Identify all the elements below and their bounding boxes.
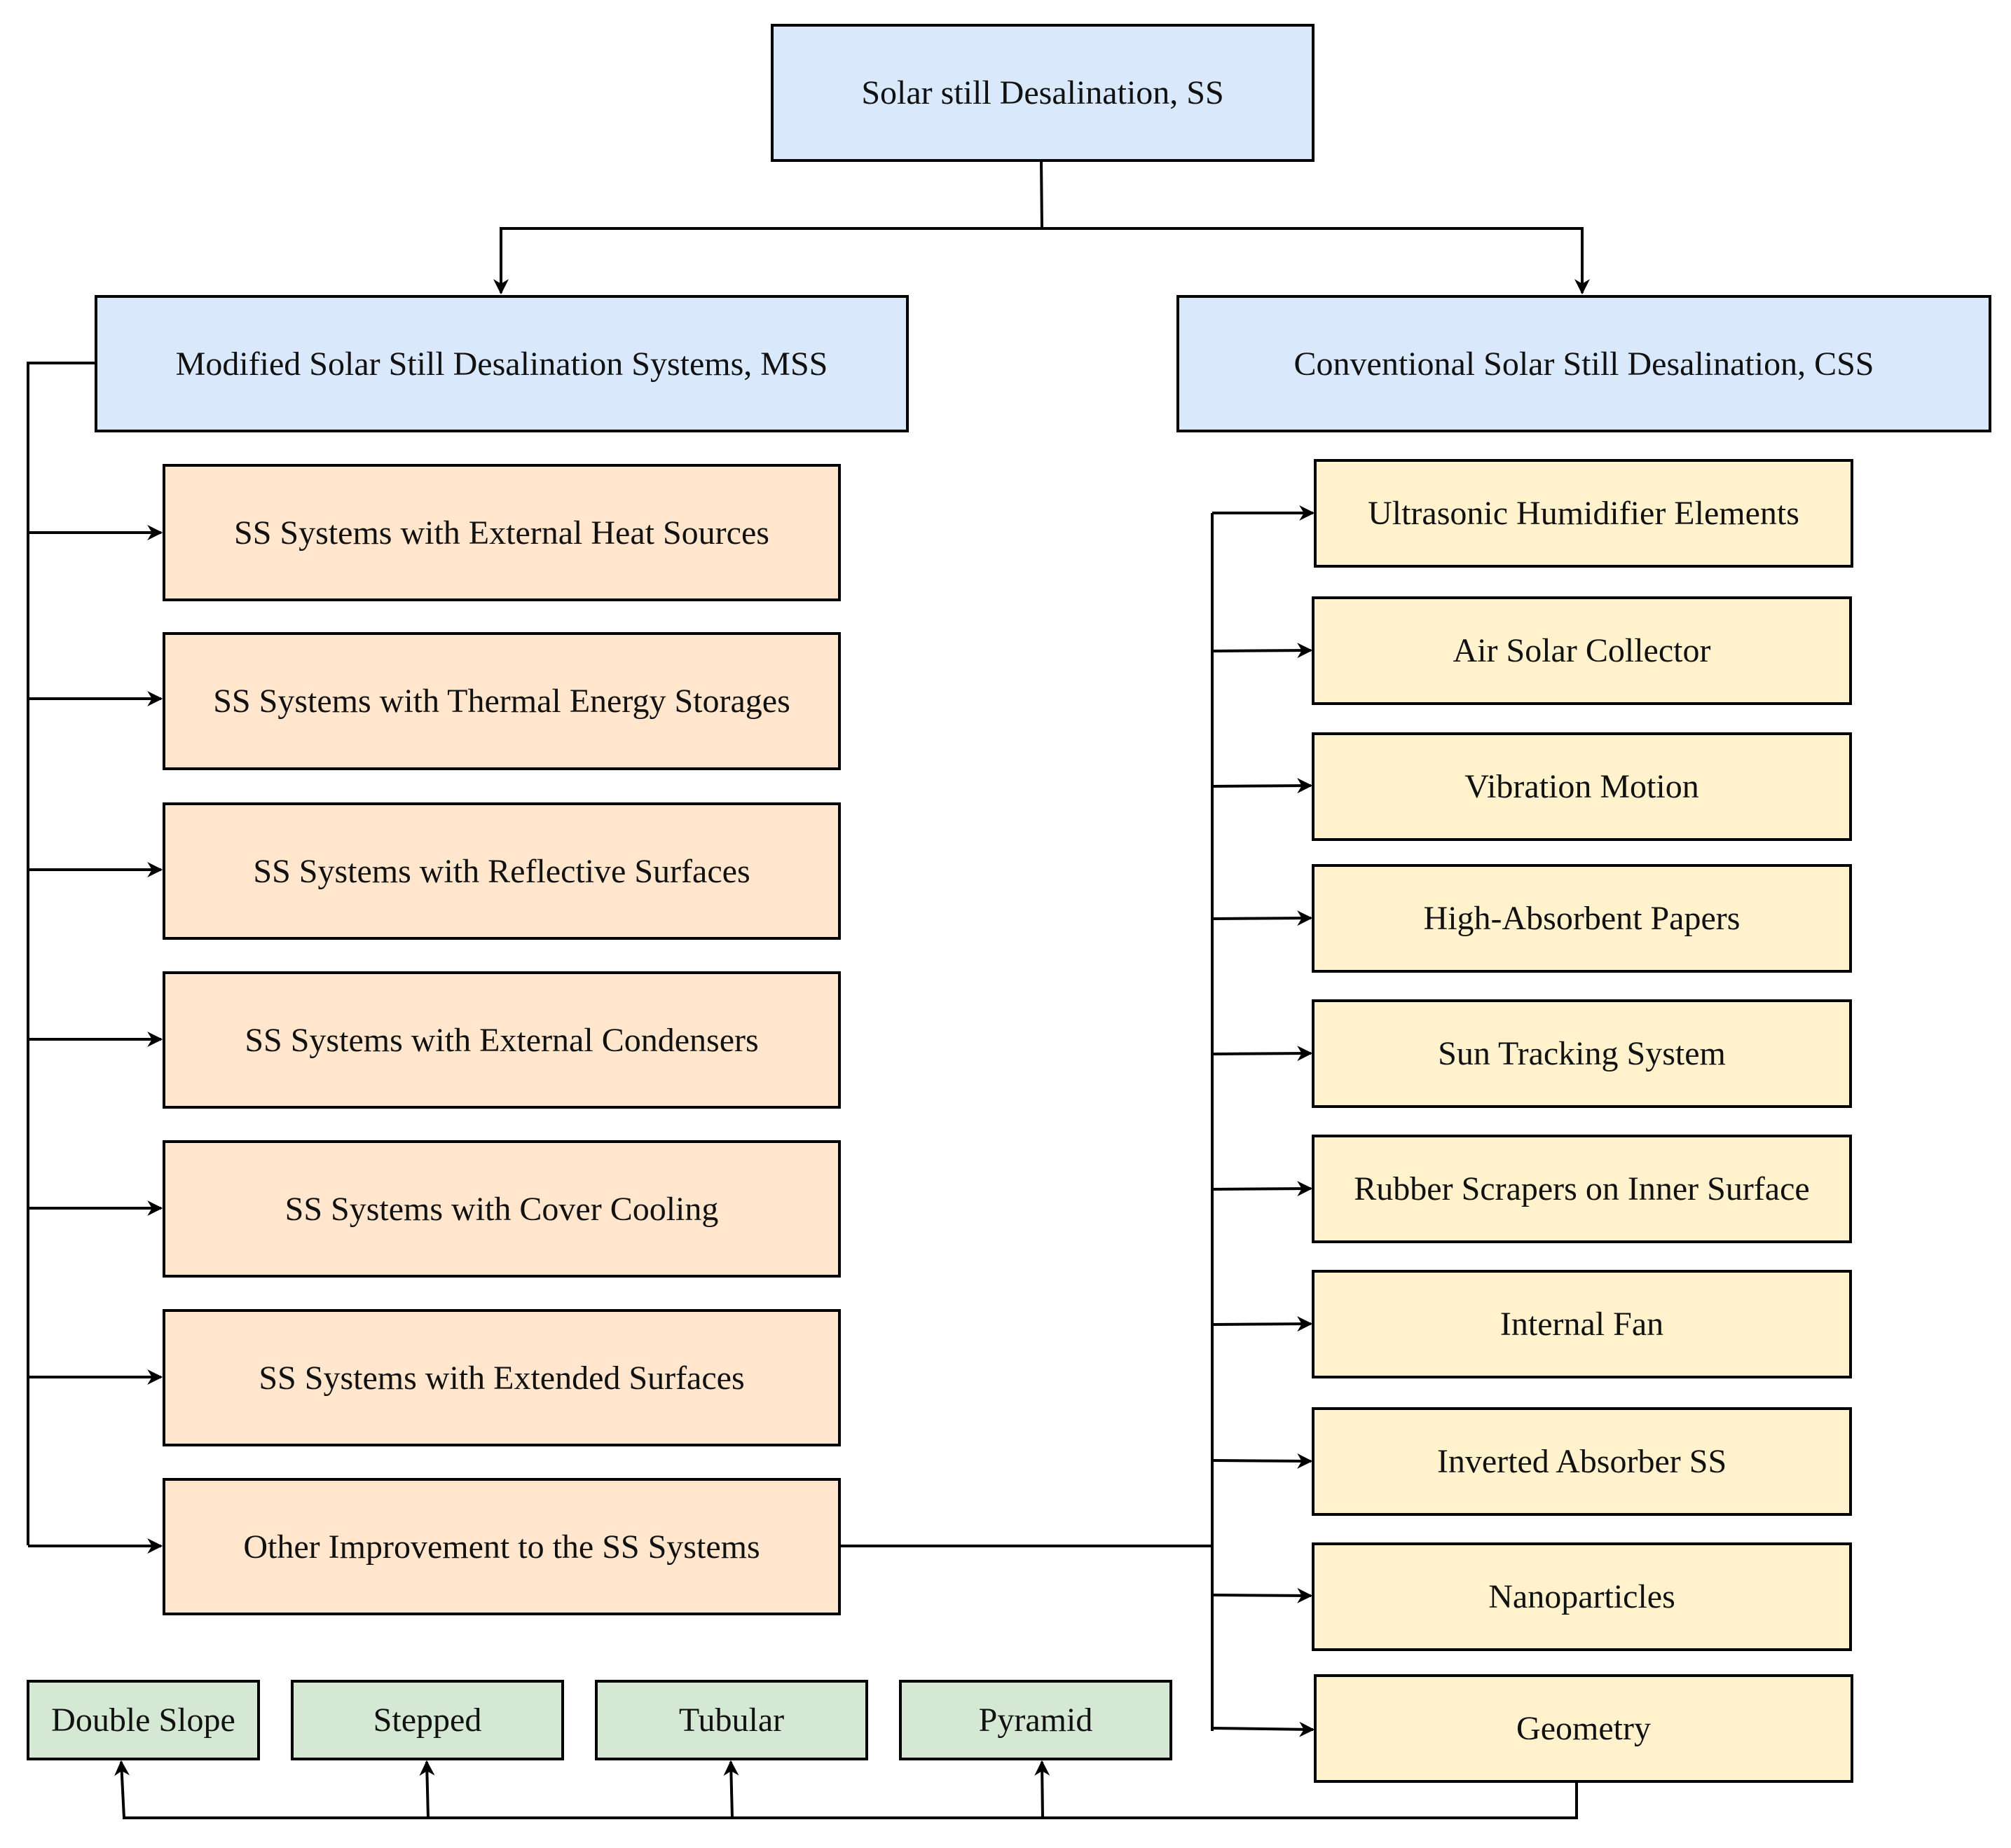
css-item-label: Internal Fan [1499, 1306, 1664, 1343]
mss-item-node: SS Systems with Reflective Surfaces [163, 802, 841, 940]
css-branch-arrow [1212, 643, 1313, 659]
root-to-css-connector [1042, 227, 1590, 295]
root-label: Solar still Desalination, SS [861, 74, 1224, 111]
geometry-type-arrow [723, 1760, 739, 1819]
css-item-label: Ultrasonic Humidifier Elements [1368, 495, 1799, 532]
css-item-label: Sun Tracking System [1438, 1035, 1726, 1072]
geometry-type-label: Pyramid [978, 1702, 1093, 1739]
css-item-label: High-Absorbent Papers [1423, 900, 1741, 937]
css-item-node: Ultrasonic Humidifier Elements [1314, 459, 1853, 568]
mss-item-label: SS Systems with Thermal Energy Storages [213, 683, 790, 720]
geometry-type-arrow [1034, 1760, 1050, 1819]
geometry-type-node: Tubular [595, 1680, 868, 1760]
mss-item-label: SS Systems with External Condensers [245, 1021, 759, 1059]
geometry-type-label: Tubular [678, 1702, 785, 1739]
css-item-node: Inverted Absorber SS [1312, 1407, 1852, 1516]
root-node: Solar still Desalination, SS [771, 24, 1315, 162]
css-item-node: Sun Tracking System [1312, 999, 1852, 1108]
css-item-node: Internal Fan [1312, 1270, 1852, 1378]
root-to-categories-connector [493, 160, 1044, 295]
mss-item-node: SS Systems with Cover Cooling [163, 1140, 841, 1278]
geometry-type-arrow [419, 1760, 435, 1819]
css-item-label: Rubber Scrapers on Inner Surface [1354, 1170, 1810, 1207]
css-category-label: Conventional Solar Still Desalination, C… [1293, 345, 1874, 383]
mss-item-node: SS Systems with External Condensers [163, 971, 841, 1109]
css-category-node: Conventional Solar Still Desalination, C… [1176, 295, 1991, 432]
mss-item-label: Other Improvement to the SS Systems [243, 1528, 760, 1566]
css-branch-arrow [1212, 1453, 1313, 1469]
geometry-type-node: Stepped [291, 1680, 564, 1760]
css-item-node: Vibration Motion [1312, 732, 1852, 841]
css-item-label: Vibration Motion [1464, 768, 1699, 805]
css-item-label: Air Solar Collector [1453, 632, 1711, 669]
mss-item-label: SS Systems with Reflective Surfaces [253, 852, 750, 890]
css-branch-arrow [1212, 1316, 1313, 1332]
css-item-node: Air Solar Collector [1312, 596, 1852, 705]
css-item-node: Rubber Scrapers on Inner Surface [1312, 1135, 1852, 1243]
css-item-label: Nanoparticles [1488, 1578, 1675, 1615]
geometry-type-label: Stepped [373, 1702, 482, 1739]
css-item-node: Geometry [1314, 1674, 1853, 1783]
mss-item-node: SS Systems with Extended Surfaces [163, 1309, 841, 1446]
css-branch-arrow [1212, 910, 1313, 926]
css-item-label: Inverted Absorber SS [1436, 1443, 1727, 1480]
geometry-type-arrow [114, 1760, 130, 1819]
css-branch-arrow [1212, 1721, 1315, 1737]
css-branch-arrow [1212, 1046, 1313, 1062]
geometry-bus-line [123, 1783, 1578, 1819]
mss-item-label: SS Systems with External Heat Sources [234, 514, 769, 552]
css-item-node: High-Absorbent Papers [1312, 864, 1852, 973]
css-item-label: Geometry [1516, 1710, 1651, 1747]
mss-item-label: SS Systems with Extended Surfaces [259, 1359, 745, 1397]
mss-item-node: Other Improvement to the SS Systems [163, 1478, 841, 1615]
geometry-type-label: Double Slope [51, 1702, 235, 1739]
mss-category-label: Modified Solar Still Desalination System… [175, 345, 828, 383]
css-item-node: Nanoparticles [1312, 1542, 1852, 1651]
mss-item-label: SS Systems with Cover Cooling [284, 1190, 719, 1228]
geometry-type-node: Double Slope [27, 1680, 260, 1760]
css-branch-arrow [1212, 1587, 1313, 1603]
mss-item-node: SS Systems with Thermal Energy Storages [163, 632, 841, 770]
geometry-type-node: Pyramid [899, 1680, 1172, 1760]
mss-item-node: SS Systems with External Heat Sources [163, 464, 841, 601]
mss-trunk-line [27, 362, 95, 1545]
mss-category-node: Modified Solar Still Desalination System… [95, 295, 909, 432]
